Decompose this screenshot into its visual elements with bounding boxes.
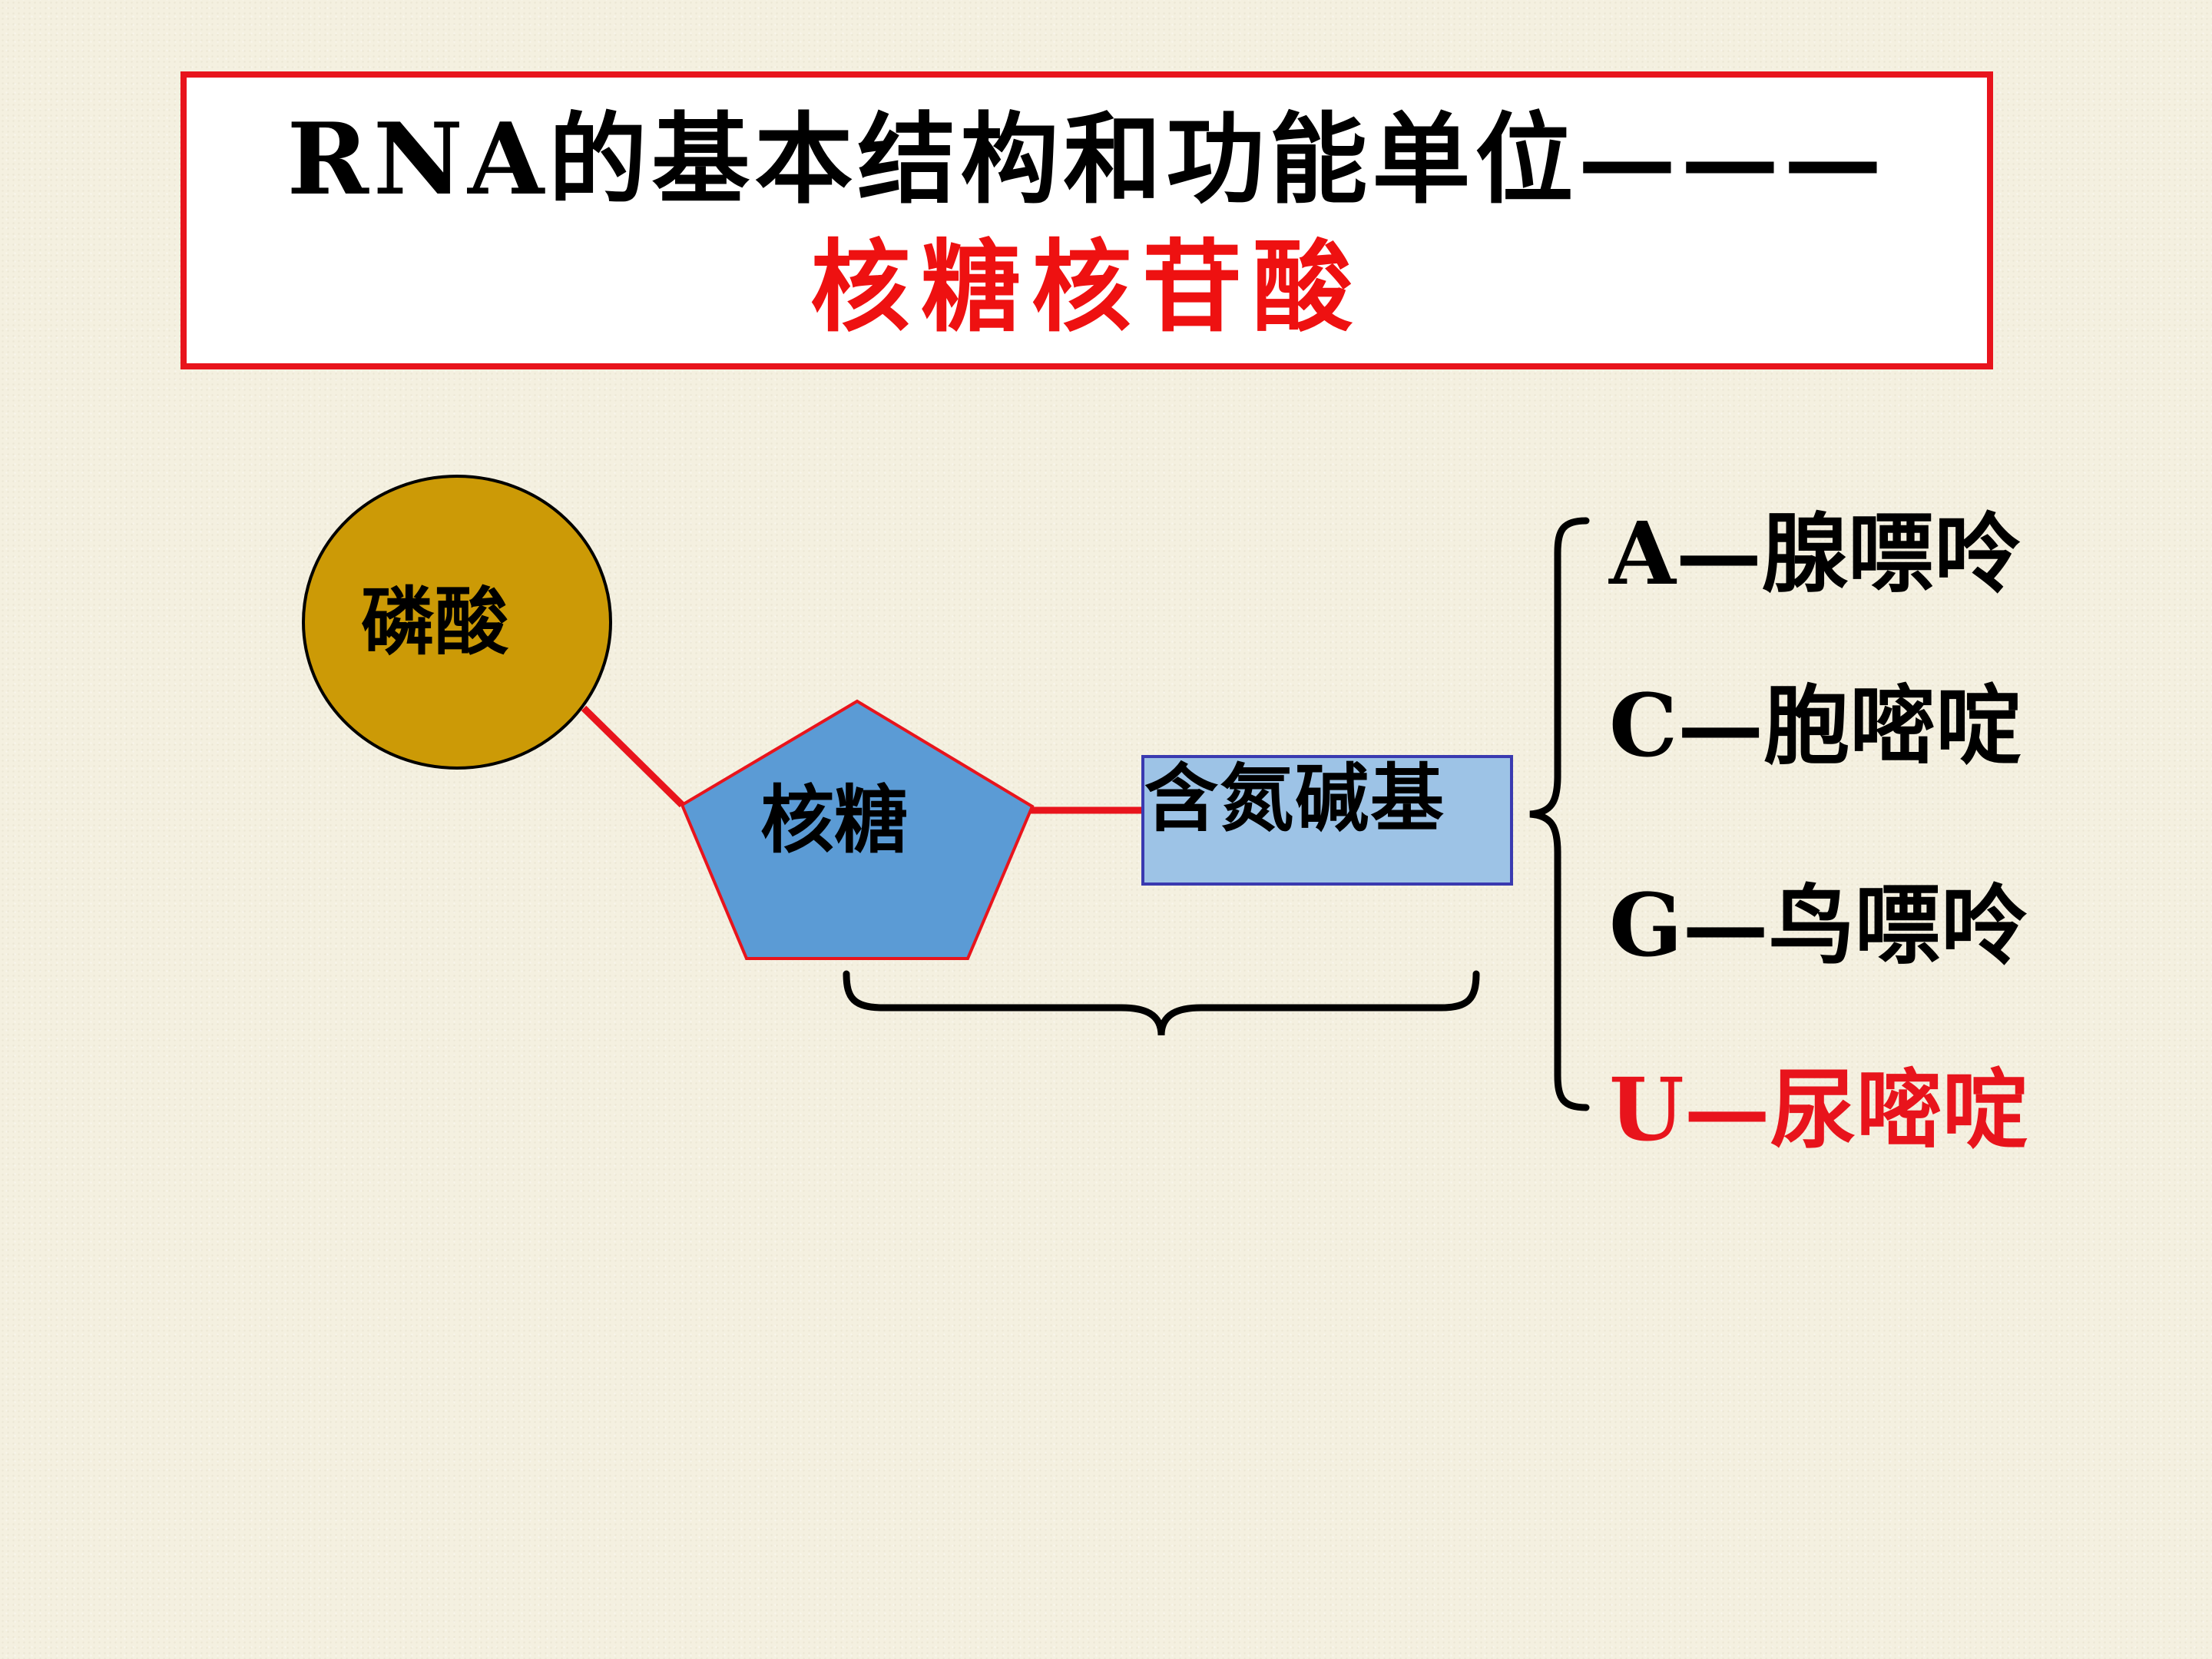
bottom-brace xyxy=(843,970,1480,1036)
base-box xyxy=(1141,755,1513,886)
phosphate-label: 磷酸 xyxy=(361,578,508,665)
base-item-cytosine: C—胞嘧啶 xyxy=(1609,676,2022,777)
title-highlight: 核糖核苷酸 xyxy=(810,228,1363,346)
base-item-guanine: G—鸟嘌呤 xyxy=(1609,876,2027,976)
phosphate-circle xyxy=(302,475,612,770)
sugar-label: 核糖 xyxy=(760,777,908,863)
phosphate-sugar-bond xyxy=(581,705,685,808)
base-label: 含氮碱基 xyxy=(1144,755,1445,842)
title-box: RNA的基本结构和功能单位——— 核糖核苷酸 xyxy=(180,71,1993,369)
base-item-uracil: U—尿嘧啶 xyxy=(1609,1060,2028,1161)
bases-brace xyxy=(1529,517,1590,1111)
ribose-pentagon xyxy=(680,699,1035,960)
title-main: RNA的基本结构和功能单位——— xyxy=(286,102,1887,217)
base-item-adenine: A—腺嘌呤 xyxy=(1609,504,2020,604)
